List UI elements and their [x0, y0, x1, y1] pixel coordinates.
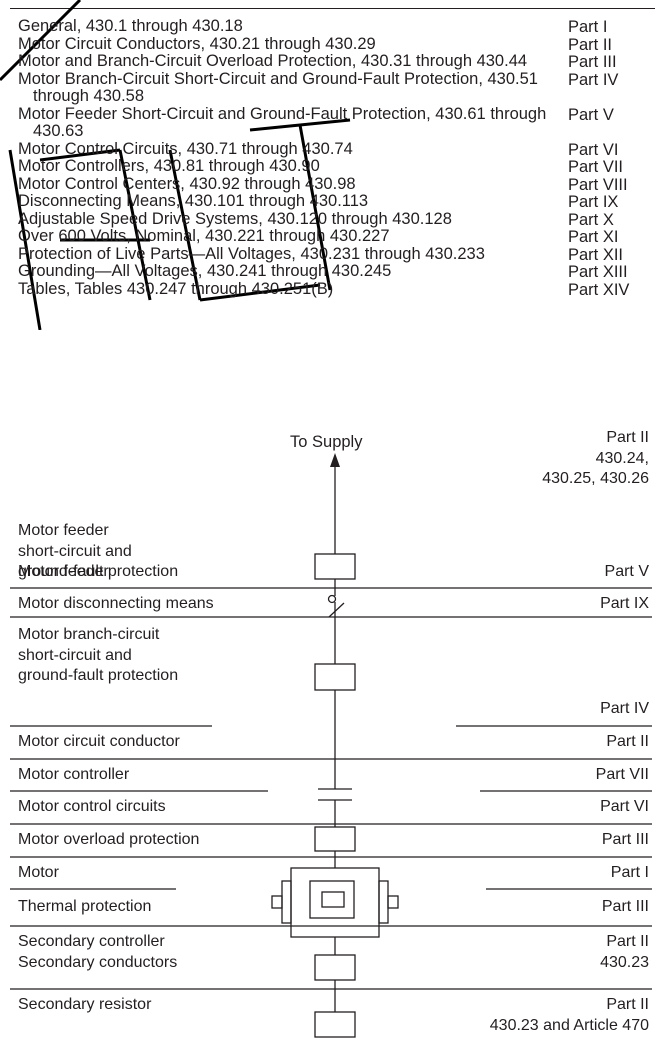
toc-part: Part IX	[568, 193, 619, 211]
motor-body	[290, 867, 380, 938]
disconnect-blade	[328, 602, 345, 618]
label-controller: Motor controller	[18, 766, 130, 783]
ref-controller: Part VII	[595, 766, 649, 783]
toc-row: Motor Controllers, 430.81 through 430.90…	[18, 157, 648, 176]
motor-end-right	[378, 880, 389, 924]
toc-part: Part IV	[568, 70, 619, 89]
ref-thermal: Part III	[601, 898, 649, 915]
toc-row: Disconnecting Means, 430.101 through 430…	[18, 192, 648, 211]
ref-motor: Part I	[610, 864, 649, 881]
toc-part: Part VIII	[568, 175, 628, 194]
label-branch-protection: Motor branch-circuit short-circuit and g…	[18, 626, 179, 684]
toc-title: General, 430.1 through 430.18	[18, 17, 243, 35]
toc-title: Motor Feeder Short-Circuit and Ground-Fa…	[18, 104, 547, 140]
toc-title: Over 600 Volts, Nominal, 430.221 through…	[18, 227, 390, 245]
toc-part: Part I	[568, 18, 608, 36]
motor-circuit-diagram: To Supply Motor feeder Motor feeder shor…	[0, 429, 660, 1038]
toc-title: Motor Controllers, 430.81 through 430.90	[18, 157, 320, 175]
feeder-protection-box	[314, 553, 356, 580]
toc-title: Motor and Branch-Circuit Overload Protec…	[18, 52, 528, 70]
motor-shaft-right	[387, 895, 399, 909]
toc-part: Part V	[568, 105, 614, 124]
supply-arrow-icon	[330, 453, 340, 467]
toc-part: Part XI	[568, 228, 619, 246]
ref-secondary: Part II 430.23	[600, 933, 649, 971]
label-control-circuits: Motor control circuits	[18, 798, 166, 815]
motor-inner	[309, 880, 355, 919]
toc-title: Protection of Live Parts—All Voltages, 4…	[18, 244, 485, 263]
ref-overload: Part III	[601, 831, 649, 848]
toc-row: Motor Circuit Conductors, 430.21 through…	[18, 34, 648, 54]
parts-table: General, 430.1 through 430.18 Part I Motor…	[18, 17, 648, 299]
toc-row: Motor Control Centers, 430.92 through 43…	[18, 174, 648, 194]
toc-part: Part II	[568, 35, 613, 54]
toc-part: Part VII	[568, 158, 624, 176]
ref-disconnect: Part IX	[600, 595, 649, 612]
toc-row: Motor Feeder Short-Circuit and Ground-Fa…	[18, 104, 648, 141]
branch-protection-box	[314, 663, 356, 691]
toc-part: Part XII	[568, 245, 624, 264]
label-thermal: Thermal protection	[18, 898, 152, 915]
toc-row: Adjustable Speed Drive Systems, 430.120 …	[18, 209, 648, 229]
toc-title: Motor Circuit Conductors, 430.21 through…	[18, 34, 376, 53]
secondary-resistor-box	[314, 1011, 356, 1038]
label-overload: Motor overload protection	[18, 831, 200, 848]
overload-box	[314, 826, 356, 852]
ref-feeder-protection: Part V	[604, 563, 649, 580]
toc-row: Protection of Live Parts—All Voltages, 4…	[18, 244, 648, 264]
toc-row: Grounding—All Voltages, 430.241 through …	[18, 262, 648, 281]
toc-row: Over 600 Volts, Nominal, 430.221 through…	[18, 227, 648, 246]
toc-row: Motor Branch-Circuit Short-Circuit and G…	[18, 69, 648, 106]
ref-branch-protection: Part IV	[600, 700, 649, 717]
ref-circuit-conductor: Part II	[606, 733, 649, 750]
motor-end-left	[281, 880, 292, 924]
ref-control-circuits: Part VI	[600, 798, 649, 815]
label-feeder-protection: Motor feeder short-circuit and ground-fa…	[18, 522, 179, 580]
diagram-graphics	[10, 453, 652, 1038]
toc-title: Motor Branch-Circuit Short-Circuit and G…	[18, 69, 538, 105]
label-secondary: Secondary controller Secondary conductor…	[18, 933, 178, 971]
toc-title: Motor Control Centers, 430.92 through 43…	[18, 174, 356, 193]
toc-part: Part VI	[568, 140, 619, 159]
top-rule	[10, 8, 655, 9]
toc-title: Tables, Tables 430.247 through 430.251(B…	[18, 279, 334, 298]
toc-row: Motor and Branch-Circuit Overload Protec…	[18, 52, 648, 71]
secondary-controller-box	[314, 954, 356, 981]
to-supply-label: To Supply	[290, 433, 363, 451]
label-motor: Motor	[18, 864, 59, 881]
toc-title: Motor Control Circuits, 430.71 through 4…	[18, 139, 353, 158]
label-circuit-conductor: Motor circuit conductor	[18, 733, 180, 750]
toc-row: Motor Control Circuits, 430.71 through 4…	[18, 139, 648, 159]
toc-title: Disconnecting Means, 430.101 through 430…	[18, 192, 369, 210]
thermal-protector	[321, 891, 345, 908]
toc-part: Part XIV	[568, 280, 630, 299]
label-resistor: Secondary resistor	[18, 996, 152, 1013]
disconnect-pivot	[327, 594, 337, 604]
toc-part: Part X	[568, 210, 614, 229]
motor-shaft-left	[271, 895, 283, 909]
label-motor-feeder: Motor feeder	[18, 563, 109, 580]
toc-row: Tables, Tables 430.247 through 430.251(B…	[18, 279, 648, 299]
toc-title: Adjustable Speed Drive Systems, 430.120 …	[18, 209, 452, 228]
toc-part: Part XIII	[568, 263, 628, 281]
ref-resistor: Part II 430.23 and Article 470	[489, 996, 649, 1034]
ref-motor-feeder: Part II 430.24, 430.25, 430.26	[542, 429, 649, 487]
toc-row: General, 430.1 through 430.18 Part I	[18, 17, 648, 36]
toc-part: Part III	[568, 53, 617, 71]
toc-title: Grounding—All Voltages, 430.241 through …	[18, 262, 392, 280]
label-disconnect: Motor disconnecting means	[18, 595, 214, 612]
